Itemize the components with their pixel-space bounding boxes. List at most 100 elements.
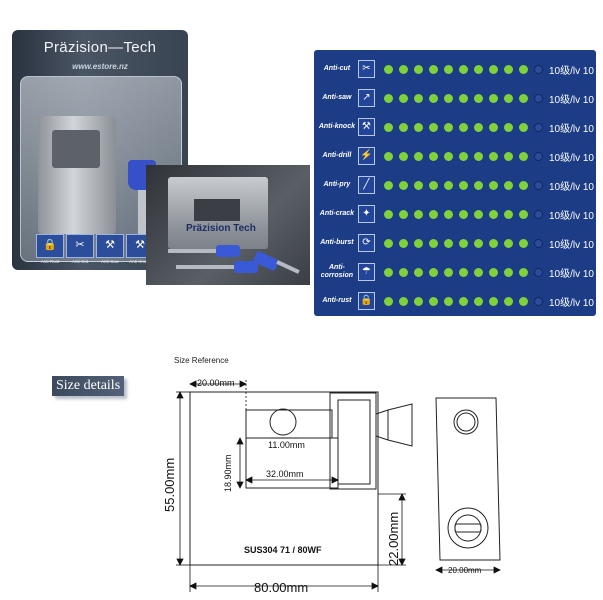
rating-name: Anti-cut xyxy=(323,65,351,72)
rating-row: Anti-saw↗10级/lv 10 xyxy=(318,85,594,111)
rating-dot-filled xyxy=(518,64,528,74)
rating-dot-filled xyxy=(443,151,453,161)
rating-dot-filled xyxy=(518,238,528,248)
rating-row: Anti-crack✦10级/lv 10 xyxy=(318,201,594,227)
slide-block xyxy=(329,392,377,490)
rating-dot-filled xyxy=(518,296,528,306)
product-photo: Präzision Tech xyxy=(146,165,310,285)
dim-opening-width: 32.00mm xyxy=(266,469,304,479)
rating-dot-filled xyxy=(473,238,483,248)
package-brand: Präzision—Tech xyxy=(43,39,157,56)
rating-dot-empty xyxy=(533,180,543,190)
packaged-key-blade xyxy=(138,190,146,242)
rating-dot-filled xyxy=(383,151,393,161)
rating-dot-filled xyxy=(503,209,513,219)
scissors-icon: ✂ xyxy=(66,234,94,258)
rating-dot-filled xyxy=(428,64,438,74)
drill-icon: ⚡ xyxy=(357,147,375,165)
rating-dots xyxy=(383,209,543,219)
rating-dot-filled xyxy=(383,180,393,190)
rating-name: Anti-corrosion xyxy=(320,264,354,279)
rating-row: Anti-burst⟳10级/lv 10 xyxy=(318,230,594,256)
feature-label: Anti-Saw xyxy=(100,259,119,264)
hammer-icon: ⚒ xyxy=(357,118,375,136)
rating-name: Anti-drill xyxy=(322,152,352,159)
rating-dot-filled xyxy=(503,238,513,248)
key-blade xyxy=(176,265,234,269)
rating-dot-filled xyxy=(458,151,468,161)
rating-dot-filled xyxy=(398,180,408,190)
rating-dot-filled xyxy=(473,64,483,74)
rating-dot-filled xyxy=(503,64,513,74)
rating-dot-filled xyxy=(443,64,453,74)
rating-dot-filled xyxy=(488,238,498,248)
rating-dot-filled xyxy=(383,122,393,132)
rating-dot-filled xyxy=(383,296,393,306)
rating-dot-filled xyxy=(518,267,528,277)
dim-height: 55.00mm xyxy=(162,457,177,512)
rating-dot-filled xyxy=(503,296,513,306)
rating-name: Anti-burst xyxy=(320,239,354,246)
rating-level: 10级/lv 10 xyxy=(548,297,594,309)
rating-dot-filled xyxy=(458,267,468,277)
rating-dot-filled xyxy=(413,151,423,161)
package-website: www.estore.nz xyxy=(72,62,128,71)
rating-level: 10级/lv 10 xyxy=(548,268,594,280)
rating-name: Anti-rust xyxy=(322,297,352,304)
rating-dot-filled xyxy=(443,238,453,248)
rating-row: Anti-cut✂10级/lv 10 xyxy=(318,56,594,82)
rating-dot-filled xyxy=(398,209,408,219)
rating-dot-empty xyxy=(533,238,543,248)
rating-dot-filled xyxy=(458,180,468,190)
rating-dot-filled xyxy=(443,209,453,219)
rating-name: Anti-knock xyxy=(318,123,355,130)
rating-row: Anti-corrosion☂10级/lv 10 xyxy=(318,259,594,285)
feature-label: Anti-Cut xyxy=(71,259,89,264)
rating-dot-filled xyxy=(443,122,453,132)
rating-row: Anti-drill⚡10级/lv 10 xyxy=(318,143,594,169)
rating-dots xyxy=(383,180,543,190)
rating-dot-filled xyxy=(518,151,528,161)
packaged-lock-shackle xyxy=(52,130,100,168)
lock-brand-engraving: Präzision Tech xyxy=(186,223,256,234)
rating-dot-filled xyxy=(503,93,513,103)
rating-name: Anti-saw xyxy=(322,94,352,101)
rating-dot-filled xyxy=(458,296,468,306)
slide-block-inner xyxy=(337,399,371,485)
rating-dot-filled xyxy=(413,64,423,74)
rating-dots xyxy=(383,64,543,74)
rating-dot-filled xyxy=(413,267,423,277)
rating-dot-filled xyxy=(473,180,483,190)
rating-dot-filled xyxy=(503,151,513,161)
pry-icon: ╱ xyxy=(357,176,375,194)
rating-dot-filled xyxy=(503,122,513,132)
rating-level: 10级/lv 10 xyxy=(548,94,594,106)
rating-dot-filled xyxy=(488,64,498,74)
rating-dots xyxy=(383,122,543,132)
rating-name: Anti-pry xyxy=(323,181,351,188)
rating-dot-filled xyxy=(443,93,453,103)
rating-dot-filled xyxy=(473,296,483,306)
rating-dot-filled xyxy=(413,93,423,103)
rating-dot-filled xyxy=(428,180,438,190)
dim-opening-height: 18.90mm xyxy=(223,454,233,492)
rating-dot-empty xyxy=(533,267,543,277)
rating-level: 10级/lv 10 xyxy=(548,181,594,193)
rating-dot-empty xyxy=(533,64,543,74)
rating-dot-filled xyxy=(383,267,393,277)
lock-front-outline xyxy=(189,391,379,566)
rating-dots xyxy=(383,93,543,103)
rating-level: 10级/lv 10 xyxy=(548,65,594,77)
rating-dot-filled xyxy=(443,180,453,190)
rating-dot-empty xyxy=(533,296,543,306)
rating-dot-filled xyxy=(383,64,393,74)
feature-label: Anti-Rust xyxy=(40,259,60,264)
rating-dot-filled xyxy=(428,209,438,219)
crack-icon: ✦ xyxy=(357,205,375,223)
model-label: SUS304 71 / 80WF xyxy=(244,545,322,555)
rating-dot-empty xyxy=(533,93,543,103)
side-hole-outer xyxy=(453,409,479,435)
rating-dot-filled xyxy=(413,238,423,248)
cylinder-outline xyxy=(375,403,413,447)
